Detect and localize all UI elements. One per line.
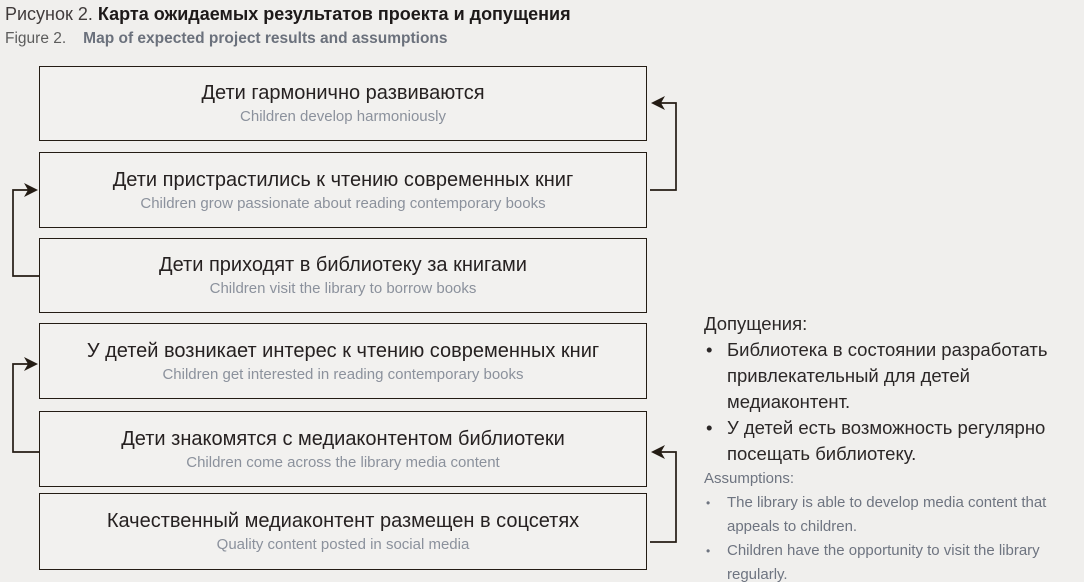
assumption-text-ru: Библиотека в состоянии разработать привл… (727, 339, 1048, 412)
bullet-icon: • (706, 496, 711, 510)
assumption-item-ru: • У детей есть возможность регулярно пос… (700, 415, 1082, 467)
assumptions-list-en: • The library is able to develop media c… (700, 491, 1082, 582)
connector-line-box6-box5 (650, 451, 677, 543)
result-box-children-develop: Дети гармонично развиваются Children dev… (39, 66, 647, 141)
figure-title-ru: Карта ожидаемых результатов проекта и до… (97, 4, 571, 24)
assumptions-heading-ru: Допущения: (704, 313, 808, 334)
result-text-en: Children visit the library to borrow boo… (209, 280, 477, 297)
result-box-media-content: Дети знакомятся с медиаконтентом библиот… (39, 411, 647, 487)
result-text-en: Children get interested in reading conte… (162, 365, 524, 383)
bullet-icon: • (706, 417, 713, 438)
figure-title-ru-line: Рисунок 2.Карта ожидаемых результатов пр… (5, 3, 571, 26)
result-text-en: Quality content posted in social media (216, 536, 470, 553)
result-text-ru: Качественный медиаконтент размещен в соц… (106, 510, 580, 532)
result-text-ru: Дети приходят в библиотеку за книгами (159, 254, 527, 276)
result-box-passionate-reading: Дети пристрастились к чтению современных… (39, 152, 647, 228)
result-box-interest-reading: У детей возникает интерес к чтению совре… (39, 323, 647, 399)
assumption-text-ru: У детей есть возможность регулярно посещ… (727, 417, 1046, 464)
result-text-en: Children develop harmoniously (240, 108, 446, 125)
connector-arrow-icon (24, 357, 38, 371)
bullet-icon: • (706, 544, 711, 558)
result-text-en: Children grow passionate about reading c… (140, 194, 546, 212)
assumptions-panel: Допущения: • Библиотека в состоянии разр… (700, 311, 1082, 582)
figure-title-block: Рисунок 2.Карта ожидаемых результатов пр… (5, 3, 571, 49)
result-text-ru: Дети пристрастились к чтению современных… (112, 168, 574, 191)
connector-line-box3-box2 (12, 189, 39, 277)
figure-title-en: Map of expected project results and assu… (83, 30, 448, 47)
bullet-icon: • (706, 339, 713, 360)
assumption-text-en: The library is able to develop media con… (727, 494, 1047, 535)
assumption-item-en: • The library is able to develop media c… (700, 491, 1082, 539)
figure-label-ru: Рисунок 2. (5, 4, 93, 24)
assumptions-list-ru: • Библиотека в состоянии разработать при… (700, 337, 1082, 467)
assumption-item-en: • Children have the opportunity to visit… (700, 539, 1082, 582)
connector-arrow-icon (651, 96, 665, 110)
result-text-ru: У детей возникает интерес к чтению совре… (86, 339, 600, 362)
result-text-ru: Дети гармонично развиваются (201, 82, 485, 104)
connector-arrow-icon (24, 183, 38, 197)
figure-label-en: Figure 2. (5, 30, 67, 47)
result-box-quality-content: Качественный медиаконтент размещен в соц… (39, 493, 647, 570)
assumption-item-ru: • Библиотека в состоянии разработать при… (700, 337, 1082, 415)
figure-title-en-line: Figure 2. Map of expected project results… (5, 28, 571, 49)
result-text-ru: Дети знакомятся с медиаконтентом библиот… (121, 427, 565, 450)
connector-line-box2-box1 (650, 102, 677, 191)
assumptions-heading-en: Assumptions: (704, 470, 795, 487)
assumption-text-en: Children have the opportunity to visit t… (727, 542, 1040, 582)
connector-line-box5-box4 (12, 363, 39, 453)
result-box-visit-library: Дети приходят в библиотеку за книгами Ch… (39, 238, 647, 313)
result-text-en: Children come across the library media c… (186, 453, 500, 471)
connector-arrow-icon (651, 445, 665, 459)
